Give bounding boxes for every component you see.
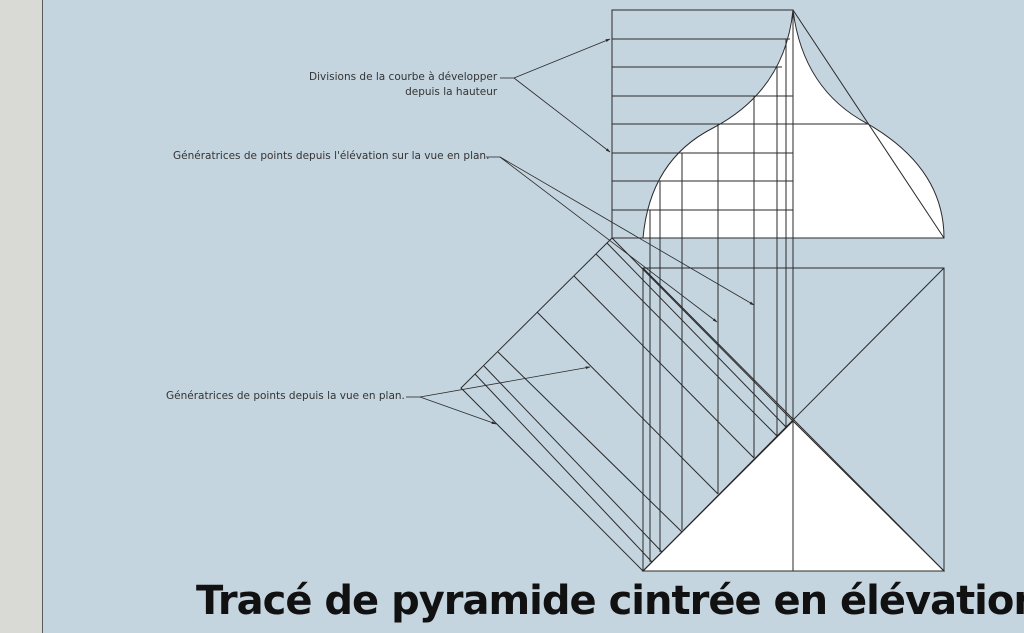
vertical-generatrices xyxy=(649,39,787,562)
rotated-development-outline xyxy=(460,237,794,572)
annotation-divisions-line2: depuis la hauteur xyxy=(405,86,498,98)
annotation-generatrices-elevation: Génératrices de points depuis l'élévatio… xyxy=(173,150,490,162)
annotation-divisions-line1: Divisions de la courbe à développer xyxy=(309,71,498,83)
leader-lines xyxy=(406,38,755,425)
height-division-lines xyxy=(612,38,868,211)
annotation-generatrices-plan: Génératrices de points depuis la vue en … xyxy=(166,390,405,402)
annotation-divisions: Divisions de la courbe à développer depu… xyxy=(309,70,497,100)
pyramid-construction-drawing xyxy=(406,9,946,572)
diagram-title: Tracé de pyramide cintrée en élévation xyxy=(196,578,1024,624)
rotated-generatrices xyxy=(474,242,787,563)
elevation-diagonal xyxy=(792,9,945,239)
drawing-canvas: Divisions de la courbe à développer depu… xyxy=(43,0,1024,633)
left-margin xyxy=(0,0,43,633)
